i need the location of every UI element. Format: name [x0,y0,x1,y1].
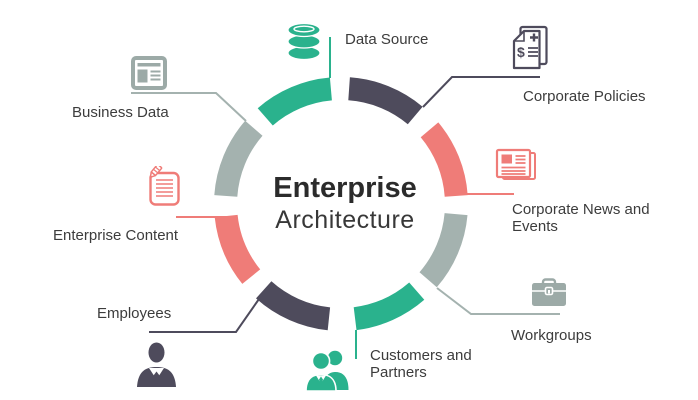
ring-segment-employees [256,281,331,331]
ring-segment-enterprise-content [214,214,261,284]
person-icon [137,342,176,387]
browser-icon [131,56,167,90]
label-data-source: Data Source [345,31,429,48]
ring-segment-workgroups [419,213,468,288]
policy-document-icon: $ [512,25,548,70]
label-corporate-news-and-events: Corporate News and Events [512,201,650,235]
connector-line-business-data [131,92,247,122]
svg-text:$: $ [517,44,525,60]
label-enterprise-content: Enterprise Content [53,227,179,244]
diagram-subtitle: Architecture [275,206,415,234]
connector-line-corporate-policies [422,76,540,108]
database-icon [287,23,321,60]
ring-segment-corporate-policies [348,77,423,125]
connector-line-workgroups [436,287,560,315]
ring-segment-corporate-news-and-events [420,122,468,197]
ring-segment-business-data [214,120,263,197]
diagram-title: Enterprise [273,172,417,204]
newspaper-icon [495,148,536,180]
label-corporate-policies: Corporate Policies [523,88,646,105]
label-business-data: Business Data [72,104,169,121]
ring-segment-customers-and-partners [353,282,425,331]
label-workgroups: Workgroups [511,327,592,344]
briefcase-icon [532,278,566,306]
people-icon [305,350,349,391]
label-employees: Employees [97,305,172,322]
connector-line-employees [149,298,260,333]
ring-segment-data-source [257,77,332,126]
notepad-icon [149,166,180,206]
label-customers-and-partners: Customers and Partners [370,347,472,381]
